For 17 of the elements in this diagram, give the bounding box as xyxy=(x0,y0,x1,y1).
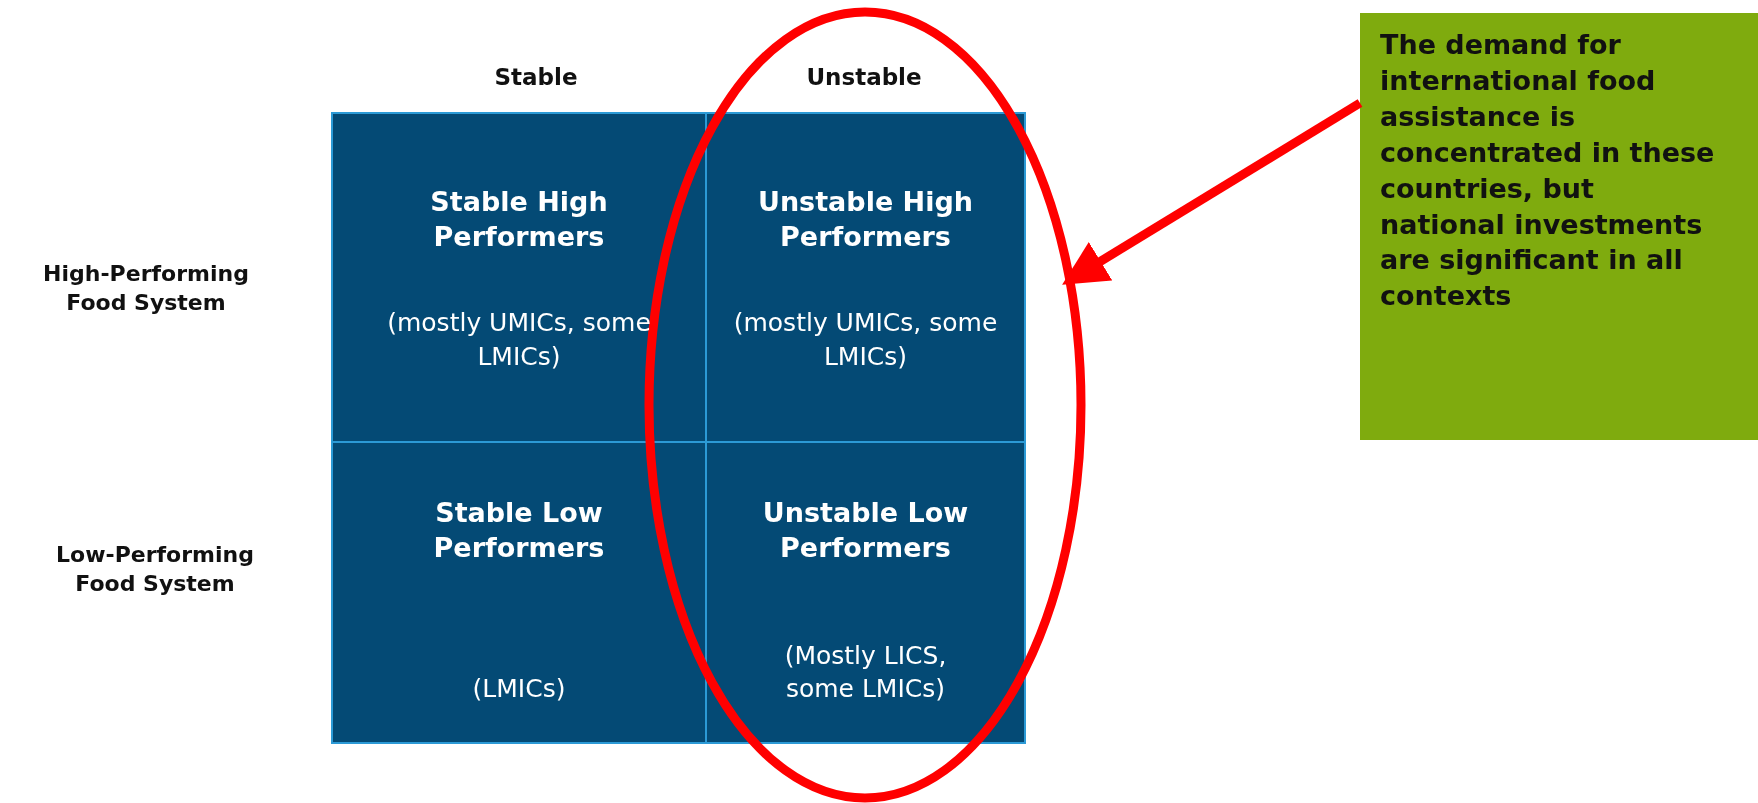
cell-note: (LMICs) xyxy=(471,673,567,706)
cell-title: Stable High Performers xyxy=(429,185,609,255)
cell-title: Unstable High Performers xyxy=(756,185,974,255)
matrix-cell xyxy=(331,112,707,443)
matrix-cell xyxy=(331,441,707,744)
callout-box xyxy=(1360,13,1758,440)
cell-title: Stable Low Performers xyxy=(432,496,606,566)
cell-note: (mostly UMICs, some LMICs) xyxy=(386,307,652,373)
column-header: Unstable xyxy=(805,63,923,93)
row-header: Low-Performing Food System xyxy=(55,541,255,598)
cell-note: (mostly UMICs, some LMICs) xyxy=(732,307,999,373)
row-header: High-Performing Food System xyxy=(42,260,250,317)
column-header: Stable xyxy=(493,63,579,93)
cell-note: (Mostly LICS, some LMICs) xyxy=(783,639,948,706)
arrow xyxy=(1062,99,1363,285)
cell-title: Unstable Low Performers xyxy=(761,496,970,566)
callout-text: The demand for international food assistance is concentrated in these countries, but national investments are significant in all contexts xyxy=(1380,28,1716,314)
